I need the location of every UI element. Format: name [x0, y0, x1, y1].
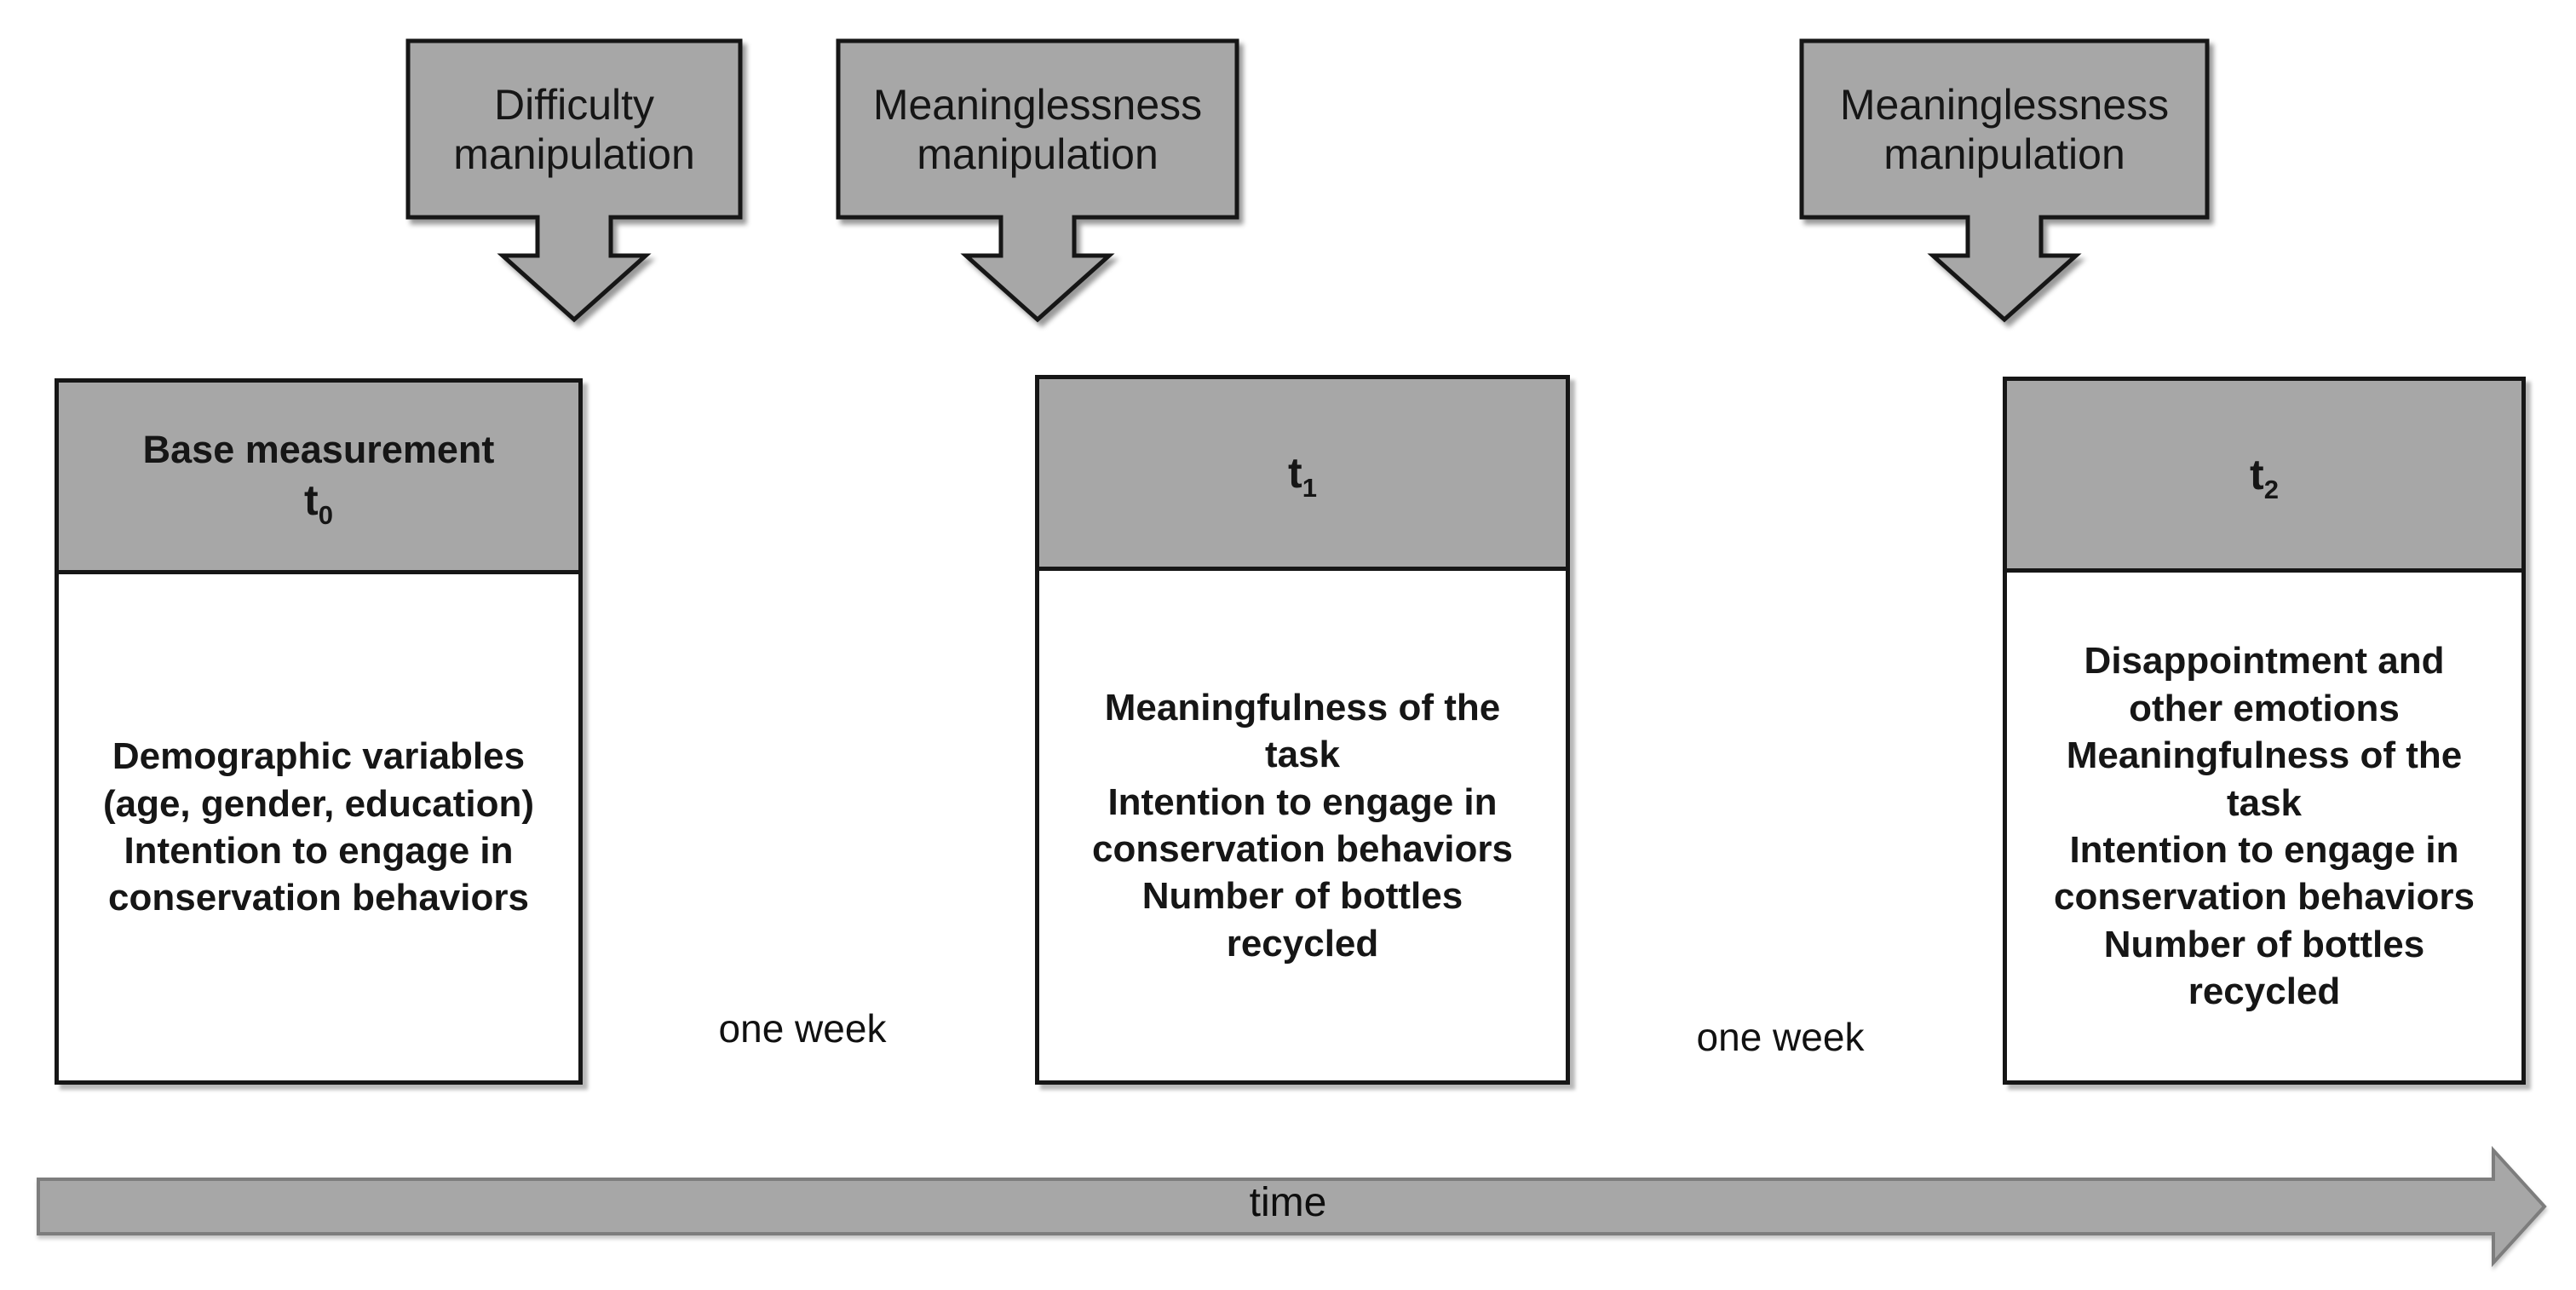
manipulation-label-line1: Meaninglessness — [872, 80, 1203, 129]
timepoint-t0-symbol: t0 — [304, 475, 333, 530]
timepoint-t2-measures: Disappointment and other emotions Meanin… — [2007, 573, 2521, 1080]
manipulation-callout-meaninglessness-2: Meaninglessness manipulation — [1799, 38, 2210, 324]
manipulation-label: Difficulty manipulation — [405, 38, 743, 220]
measure-line: conservation behaviors — [108, 877, 529, 919]
measure-line: task — [2226, 781, 2303, 824]
timepoint-t1-header: t1 — [1039, 379, 1566, 571]
measure-line: Intention to engage in — [1107, 780, 1498, 823]
manipulation-label: Meaninglessness manipulation — [1799, 38, 2210, 220]
measure-line: conservation behaviors — [1092, 828, 1513, 870]
manipulation-label-line1: Difficulty — [493, 80, 654, 129]
down-arrow-callout-shape — [1799, 38, 2210, 323]
time-label: time — [1249, 1180, 1327, 1225]
manipulation-label-line2: manipulation — [1883, 130, 2125, 178]
manipulation-callout-meaninglessness-1: Meaninglessness manipulation — [836, 38, 1239, 324]
measure-line: (age, gender, education) — [102, 782, 535, 825]
measure-line: recycled — [1226, 922, 1379, 965]
right-arrow-shape — [37, 1145, 2547, 1268]
time-arrow — [26, 1143, 2556, 1274]
timepoint-box-t2: t2 Disappointment and other emotions Mea… — [2003, 377, 2526, 1085]
manipulation-label-line2: manipulation — [453, 130, 695, 178]
timepoint-t1-symbol: t1 — [1288, 448, 1317, 503]
measure-line: Number of bottles — [2103, 923, 2425, 965]
down-arrow-callout-shape — [405, 38, 743, 323]
measure-line: Disappointment and — [2084, 640, 2445, 682]
timepoint-t1-measures: Meaningfulness of the task Intention to … — [1039, 571, 1566, 1080]
measure-line: other emotions — [2129, 687, 2400, 729]
timepoint-t2-symbol: t2 — [2250, 450, 2279, 504]
timepoint-t0-measures: Demographic variables (age, gender, educ… — [59, 574, 578, 1080]
measure-line: Number of bottles — [1141, 875, 1463, 918]
manipulation-label-line1: Meaninglessness — [1839, 80, 2170, 129]
timepoint-t2-header: t2 — [2007, 381, 2521, 573]
measure-line: task — [1264, 734, 1341, 776]
manipulation-label-line2: manipulation — [917, 130, 1159, 178]
timepoint-box-t0: Base measurement t0 Demographic variable… — [55, 378, 583, 1085]
timepoint-t0-header-title: Base measurement — [142, 427, 495, 471]
measure-line: Intention to engage in — [124, 830, 514, 872]
measure-line: Meaningfulness of the — [1104, 686, 1501, 729]
measure-line: recycled — [2188, 970, 2341, 1013]
down-arrow-callout-shape — [836, 38, 1239, 323]
measure-line: Demographic variables — [112, 735, 526, 778]
measure-line: Meaningfulness of the — [2066, 734, 2463, 777]
timepoint-box-t1: t1 Meaningfulness of the task Intention … — [1035, 375, 1570, 1085]
one-week-label-1: one week — [718, 1006, 887, 1051]
measure-line: Intention to engage in — [2069, 829, 2459, 871]
timepoint-t0-header: Base measurement t0 — [59, 383, 578, 574]
one-week-label-2: one week — [1696, 1015, 1865, 1059]
manipulation-label: Meaninglessness manipulation — [836, 38, 1239, 220]
measure-line: conservation behaviors — [2054, 876, 2475, 919]
manipulation-callout-difficulty: Difficulty manipulation — [405, 38, 743, 324]
